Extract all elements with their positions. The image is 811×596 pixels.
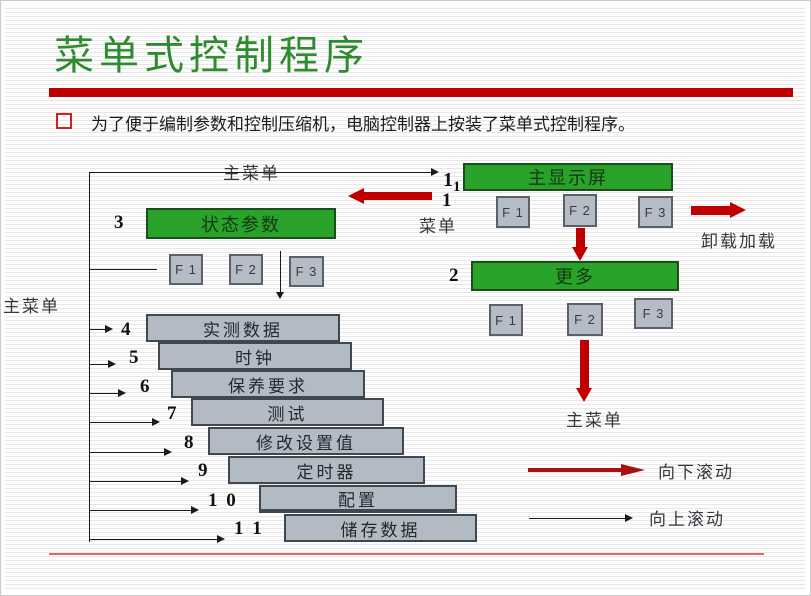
stack-item-7: 测试 [191, 398, 384, 426]
status-branch-line [89, 269, 157, 270]
more-entry-arrow [572, 228, 589, 261]
fkey-f3-status: F 3 [289, 256, 324, 287]
scroll-down-label: 向下滚动 [658, 463, 734, 482]
stack-item-9: 定时器 [228, 456, 425, 484]
stack-branch-arrow-6 [89, 388, 126, 400]
stack-number-8: 8 [184, 432, 196, 453]
bullet-square-icon [56, 113, 72, 129]
stack-number-9: 9 [198, 460, 210, 481]
scroll-up-label: 向上滚动 [649, 510, 725, 529]
stack-item-6: 保养要求 [171, 370, 365, 398]
menu-return-arrow [348, 188, 432, 204]
stack-branch-arrow-5 [89, 359, 116, 371]
more-main-menu-arrow [576, 340, 593, 402]
fkey-f2-status: F 2 [229, 254, 263, 285]
one-main: 1 [443, 169, 455, 191]
stack-item-10: 配置 [259, 485, 457, 513]
stack-number-5: 5 [129, 347, 141, 368]
fkey-f3-more: F 3 [634, 298, 673, 329]
top-menu-label: 主菜单 [223, 164, 280, 183]
stack-item-8: 修改设置值 [208, 427, 404, 455]
stack-branch-arrow-10 [89, 505, 199, 517]
stack-number-6: 6 [140, 376, 152, 397]
main-menu-top-arrow [89, 167, 439, 179]
status-params-box: 状态参数 [146, 208, 336, 239]
label-one-one: 11 [443, 169, 465, 195]
status-fkey-down-arrow [275, 251, 287, 299]
stack-branch-arrow-8 [89, 447, 172, 459]
main-display-box: 主显示屏 [463, 163, 673, 191]
scroll-up-arrow [529, 513, 633, 525]
stack-number-4: 4 [121, 319, 133, 340]
fkey-f2-main: F 2 [563, 194, 597, 227]
stack-number-10: 1 0 [208, 490, 238, 511]
menu-label: 菜单 [419, 217, 457, 236]
stack-number-7: 7 [167, 403, 179, 424]
menu-number: 1 [442, 190, 454, 211]
one-sub: 1 [453, 179, 463, 195]
stack-number-11: 1 1 [234, 518, 264, 539]
bottom-rule-line [49, 553, 764, 555]
fkey-f1-main: F 1 [496, 196, 530, 228]
stack-branch-arrow-9 [89, 476, 189, 488]
fkey-f3-main: F 3 [638, 196, 673, 228]
stack-item-5: 时钟 [158, 342, 352, 370]
more-box: 更多 [471, 261, 679, 291]
stack-branch-arrow-7 [89, 417, 160, 429]
unload-load-label: 卸载加载 [701, 232, 777, 251]
bullet-text: 为了便于编制参数和控制压缩机，电脑控制器上按装了菜单式控制程序。 [91, 115, 635, 134]
stack-item-11: 储存数据 [284, 514, 477, 542]
unload-load-arrow [691, 202, 746, 219]
fkey-f2-more: F 2 [567, 303, 603, 336]
more-number: 2 [449, 265, 461, 286]
page-title: 菜单式控制程序 [54, 33, 369, 78]
stack-branch-arrow-11 [89, 534, 225, 546]
stack-item-4: 实测数据 [146, 314, 340, 342]
title-underline-bar [49, 88, 793, 97]
stack-branch-arrow-4 [89, 324, 113, 336]
scroll-down-arrow [528, 464, 645, 476]
fkey-f1-more: F 1 [489, 304, 523, 336]
fkey-f1-status: F 1 [169, 254, 203, 285]
trunk-line [89, 173, 90, 542]
left-menu-label: 主菜单 [3, 297, 60, 316]
status-number: 3 [114, 212, 126, 233]
more-bottom-label: 主菜单 [566, 411, 623, 430]
